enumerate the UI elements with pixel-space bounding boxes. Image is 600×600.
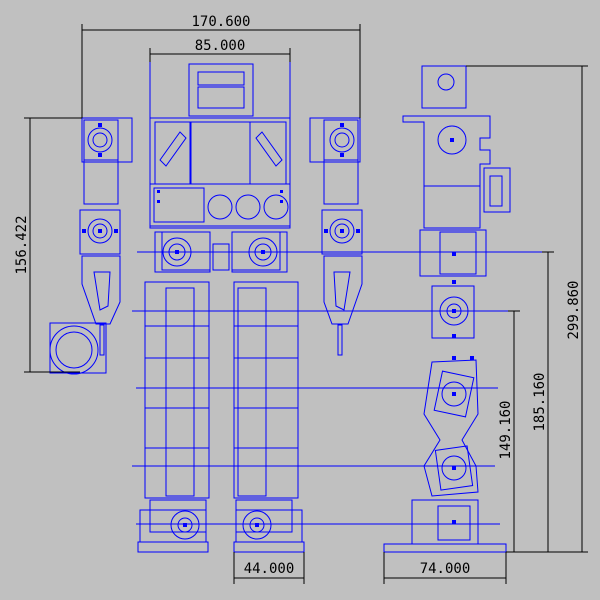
right-arm	[309, 117, 363, 356]
left-arm	[49, 117, 133, 375]
dim-hip-height-label: 185.160	[532, 372, 548, 431]
front-view	[49, 57, 363, 553]
dim-arm-length-label: 156.422	[14, 215, 30, 274]
feet	[137, 499, 305, 553]
dim-body-width-label: 85.000	[195, 38, 246, 54]
dim-total-height-label: 299.860	[566, 280, 582, 339]
dim-knee-height-label: 149.160	[498, 400, 514, 459]
dimension-foot-depth: 74.000	[383, 552, 507, 584]
right-leg	[233, 281, 299, 499]
dim-foot-depth-label: 74.000	[420, 561, 471, 577]
dim-total-width-label: 170.600	[191, 14, 250, 30]
left-leg	[144, 281, 210, 499]
dimension-total-width: 170.600	[81, 14, 361, 118]
reference-lines	[132, 251, 550, 525]
dimension-total-height: 299.860	[466, 65, 588, 553]
dimension-knee-height: 149.160	[498, 310, 520, 553]
dimension-arm-length: 156.422	[14, 117, 82, 373]
dimension-body-width: 85.000	[149, 38, 291, 62]
side-view	[383, 65, 511, 553]
dimension-hip-height: 185.160	[532, 251, 554, 553]
head	[149, 57, 291, 120]
dimension-foot-width: 44.000	[233, 552, 305, 584]
torso	[149, 117, 291, 229]
dim-foot-width-label: 44.000	[244, 561, 295, 577]
